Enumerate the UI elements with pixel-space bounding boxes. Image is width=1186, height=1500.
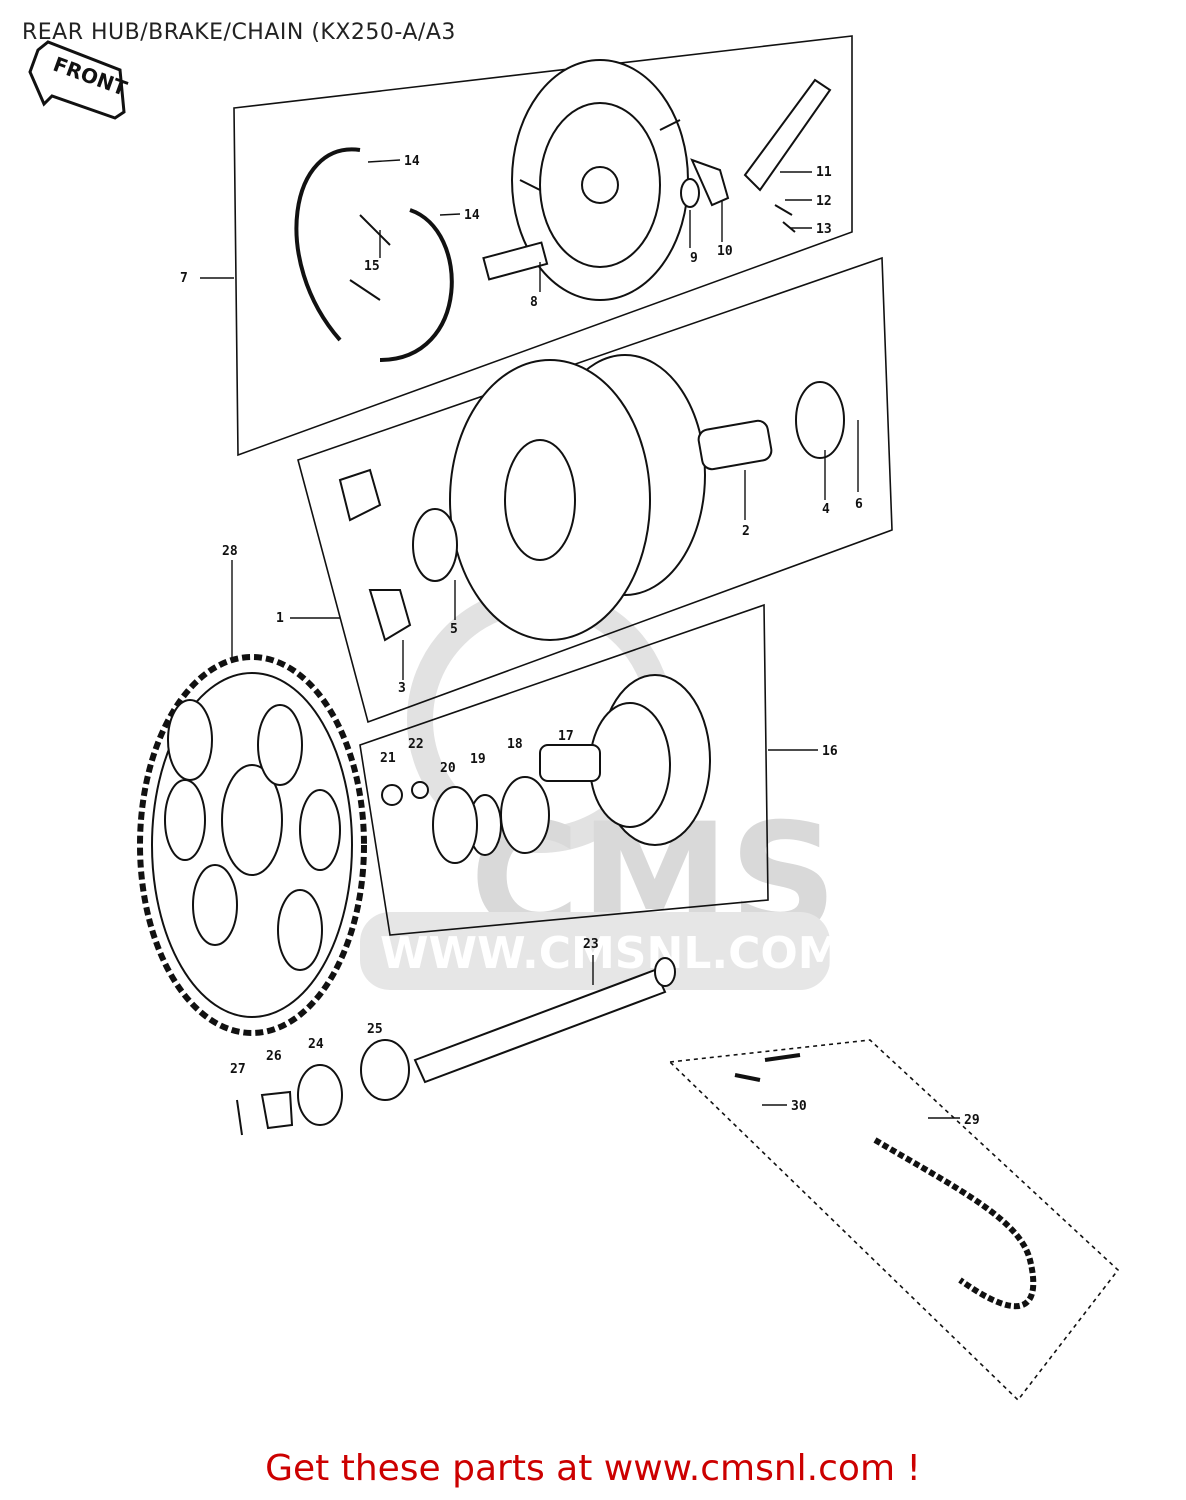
part-label: 4 — [822, 502, 830, 517]
part-label: 10 — [717, 244, 733, 259]
hub-icon — [338, 354, 845, 642]
part-label: 1 — [276, 611, 284, 626]
front-arrow-icon: FRONT — [28, 40, 130, 120]
part-label: 28 — [222, 544, 238, 559]
part-label: 18 — [507, 737, 523, 752]
part-label: 25 — [367, 1022, 383, 1037]
brake-cam-icon — [482, 78, 832, 281]
part-label: 15 — [364, 259, 380, 274]
parts-diagram: CMS WWW.CMSNL.COM FRONT — [28, 35, 1120, 1402]
part-label: 19 — [470, 752, 486, 767]
sprocket-icon — [137, 654, 367, 1036]
part-label: 9 — [690, 251, 698, 266]
part-label: 14 — [464, 208, 480, 223]
chain-icon — [734, 1053, 1037, 1310]
part-label: 22 — [408, 737, 424, 752]
leader-lines — [200, 159, 960, 1119]
part-label: 20 — [440, 761, 456, 776]
part-label: 21 — [380, 751, 396, 766]
part-label: 27 — [230, 1062, 246, 1077]
chain-frame — [668, 1039, 1120, 1402]
diagram-title: REAR HUB/BRAKE/CHAIN (KX250-A/A3 — [22, 20, 456, 45]
part-label: 7 — [180, 271, 188, 286]
axle-icon — [236, 957, 676, 1136]
part-label: 16 — [822, 744, 838, 759]
part-label: 26 — [266, 1049, 282, 1064]
part-label: 3 — [398, 681, 406, 696]
part-label: 12 — [816, 194, 832, 209]
part-label: 24 — [308, 1037, 324, 1052]
part-label: 23 — [583, 937, 599, 952]
section-frames — [233, 35, 1120, 1402]
sprocket-hub-icon — [381, 674, 711, 864]
part-label: 2 — [742, 524, 750, 539]
part-labels: 1 2 3 4 5 6 7 8 9 10 11 12 13 14 14 15 1… — [180, 154, 980, 1128]
part-label: 30 — [791, 1099, 807, 1114]
part-label: 8 — [530, 295, 538, 310]
sprocket-hub-frame — [359, 603, 769, 936]
part-label: 5 — [450, 622, 458, 637]
part-label: 17 — [558, 729, 574, 744]
part-label: 29 — [964, 1113, 980, 1128]
part-label: 13 — [816, 222, 832, 237]
brake-shoes-icon — [294, 147, 454, 362]
footer-cta-link[interactable]: Get these parts at www.cmsnl.com ! — [265, 1448, 921, 1489]
part-label: 6 — [855, 497, 863, 512]
brake-panel-frame — [233, 35, 853, 457]
part-label: 11 — [816, 165, 832, 180]
part-label: 14 — [404, 154, 420, 169]
hub-frame — [297, 256, 893, 724]
watermark-url: WWW.CMSNL.COM — [380, 928, 842, 979]
